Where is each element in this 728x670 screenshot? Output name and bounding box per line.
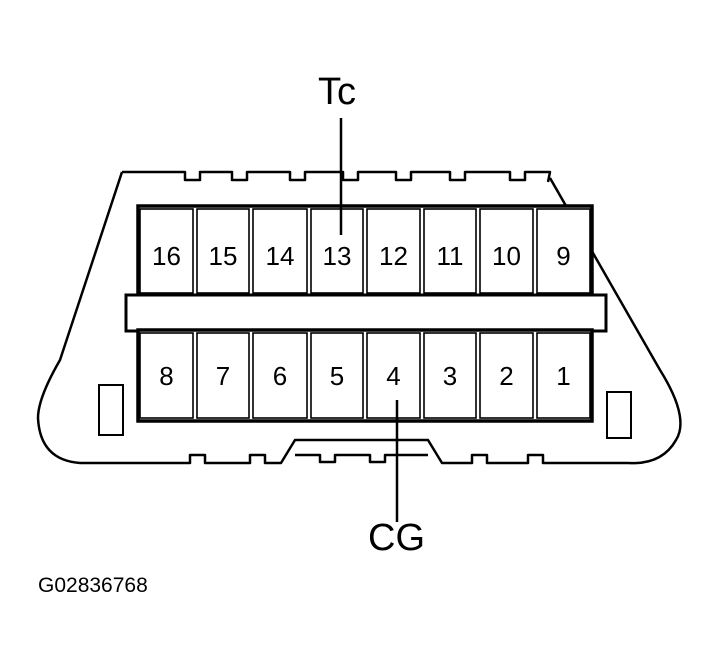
housing-top-edge bbox=[122, 170, 552, 183]
pin-cell-11 bbox=[423, 208, 477, 294]
pin-number-14: 14 bbox=[266, 241, 295, 271]
pin-number-11: 11 bbox=[437, 241, 464, 271]
pin-cell-15 bbox=[196, 208, 250, 294]
pin-cell-3 bbox=[423, 332, 477, 419]
pin-number-13: 13 bbox=[323, 241, 352, 271]
pin-cell-9 bbox=[536, 208, 591, 294]
pin-number-9: 9 bbox=[556, 241, 570, 271]
pin-number-3: 3 bbox=[443, 361, 457, 391]
bottom-pin-row: 8 7 6 5 4 3 2 1 bbox=[136, 328, 594, 423]
pin-cell-13 bbox=[310, 208, 364, 294]
pin-cell-4 bbox=[366, 332, 421, 419]
figure-id: G02836768 bbox=[38, 574, 148, 597]
top-pin-row: 16 15 14 13 12 11 10 9 bbox=[136, 204, 594, 298]
pin-cell-14 bbox=[252, 208, 308, 294]
housing-bottom-edge bbox=[80, 438, 628, 465]
pin-number-10: 10 bbox=[492, 241, 521, 271]
pin-number-4: 4 bbox=[386, 361, 400, 391]
pin-number-2: 2 bbox=[499, 361, 513, 391]
pin-cell-2 bbox=[479, 332, 534, 419]
pin-number-16: 16 bbox=[152, 241, 181, 271]
pin-number-12: 12 bbox=[379, 241, 408, 271]
pin-number-1: 1 bbox=[556, 361, 570, 391]
left-key-slot bbox=[98, 384, 124, 436]
pin-cell-12 bbox=[366, 208, 421, 294]
pin-number-7: 7 bbox=[216, 361, 230, 391]
tc-callout-label: Tc bbox=[318, 71, 356, 113]
pin-number-6: 6 bbox=[273, 361, 287, 391]
pin-number-15: 15 bbox=[209, 241, 238, 271]
pin-cell-5 bbox=[310, 332, 364, 419]
pin-cell-1 bbox=[536, 332, 591, 419]
connector-housing bbox=[36, 170, 682, 465]
cg-callout-label: CG bbox=[368, 517, 425, 559]
pin-cell-7 bbox=[196, 332, 250, 419]
housing-bottom-inner-notches bbox=[295, 453, 428, 464]
pin-number-5: 5 bbox=[330, 361, 344, 391]
center-divider-bar bbox=[124, 293, 608, 333]
housing-right-side bbox=[548, 177, 682, 465]
pin-number-8: 8 bbox=[159, 361, 173, 391]
right-key-slot bbox=[606, 391, 632, 439]
housing-left-side bbox=[36, 171, 124, 465]
pin-cell-6 bbox=[252, 332, 308, 419]
pin-cell-16 bbox=[139, 208, 194, 294]
pin-cell-8 bbox=[139, 332, 194, 419]
pin-cell-10 bbox=[479, 208, 534, 294]
